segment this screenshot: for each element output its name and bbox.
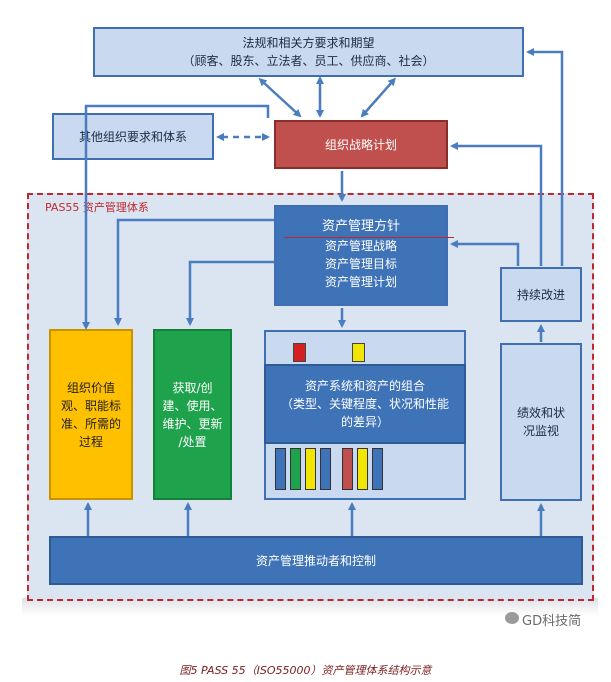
asset-bar [372, 448, 383, 490]
asset-bar [320, 448, 331, 490]
stakeholder-requirements-box: 法规和相关方要求和期望 （顾客、股东、立法者、员工、供应商、社会） [93, 27, 524, 77]
asset-portfolio-box: 资产系统和资产的组合 （类型、关键程度、状况和性能 的差异） [264, 364, 466, 444]
arrow-improvement-requirements [526, 48, 564, 266]
lifecycle-activities-box: 获取/创 建、使用、 维护、更新 /处置 [153, 329, 232, 500]
lifecycle-line-1: 获取/创 [172, 380, 213, 395]
lifecycle-line-3: 维护、更新 [162, 416, 223, 431]
portfolio-line-2: （类型、关键程度、状况和性能 [280, 397, 449, 411]
watermark: GD科技简 [522, 614, 582, 629]
continual-improvement-label: 持续改进 [516, 287, 565, 302]
arrow-improvement-strategy [450, 142, 543, 266]
policy-item-objectives: 资产管理目标 [324, 257, 397, 271]
red-asset-marker [293, 343, 306, 362]
lifecycle-line-2: 建、使用、 [162, 398, 223, 413]
other-requirements-box: 其他组织要求和体系 [52, 113, 214, 160]
strategic-plan-box: 组织战略计划 [274, 120, 448, 169]
process-line-2: 观、职能标 [60, 398, 121, 413]
strategic-plan-label: 组织战略计划 [324, 137, 397, 152]
requirements-title: 法规和相关方要求和期望 [242, 36, 375, 50]
monitoring-line-1: 绩效和状 [516, 406, 565, 420]
asset-policy-title: 资产管理方针 [321, 219, 400, 234]
policy-divider-line [284, 237, 454, 238]
arrow-req-strategy-right [360, 77, 396, 118]
arrow-policy-lifecycle [186, 260, 274, 326]
process-line-3: 准、所需的 [60, 416, 121, 431]
arrow-to-process-left [82, 104, 270, 330]
enablers-controls-box: 资产管理推动者和控制 [49, 536, 583, 585]
asset-bar [357, 448, 368, 490]
portfolio-line-1: 资产系统和资产的组合 [304, 379, 425, 393]
policy-item-plans: 资产管理计划 [324, 275, 397, 289]
process-line-1: 组织价值 [66, 380, 115, 395]
performance-monitoring-box: 绩效和状 况监视 [500, 343, 582, 501]
enablers-label: 资产管理推动者和控制 [255, 553, 376, 568]
yellow-asset-marker [352, 343, 365, 362]
arrow-policy-process [114, 218, 274, 326]
process-line-4: 过程 [78, 434, 103, 449]
asset-bar [290, 448, 301, 490]
portfolio-line-3: 的差异） [340, 415, 389, 429]
asset-policy-box: 资产管理方针 资产管理战略 资产管理目标 资产管理计划 [274, 205, 448, 306]
frame-label: PAS55 资产管理体系 [45, 201, 149, 214]
frame-shadow [22, 598, 598, 616]
other-requirements-label: 其他组织要求和体系 [78, 129, 187, 144]
organizational-process-box: 组织价值 观、职能标 准、所需的 过程 [49, 329, 133, 500]
asset-bar [275, 448, 286, 490]
arrow-improvement-policy [450, 240, 520, 266]
arrow-req-strategy-left [258, 77, 302, 118]
monitoring-line-2: 况监视 [522, 424, 559, 438]
policy-item-strategy: 资产管理战略 [324, 239, 397, 253]
asset-bar [342, 448, 353, 490]
asset-bar [305, 448, 316, 490]
figure-caption: 图5 PASS 55（ISO55000）资产管理体系结构示意 [179, 664, 432, 677]
lifecycle-line-4: /处置 [178, 434, 207, 449]
requirements-stakeholders: （顾客、股东、立法者、员工、供应商、社会） [182, 54, 435, 68]
continual-improvement-box: 持续改进 [500, 267, 582, 322]
wechat-icon [505, 612, 519, 624]
